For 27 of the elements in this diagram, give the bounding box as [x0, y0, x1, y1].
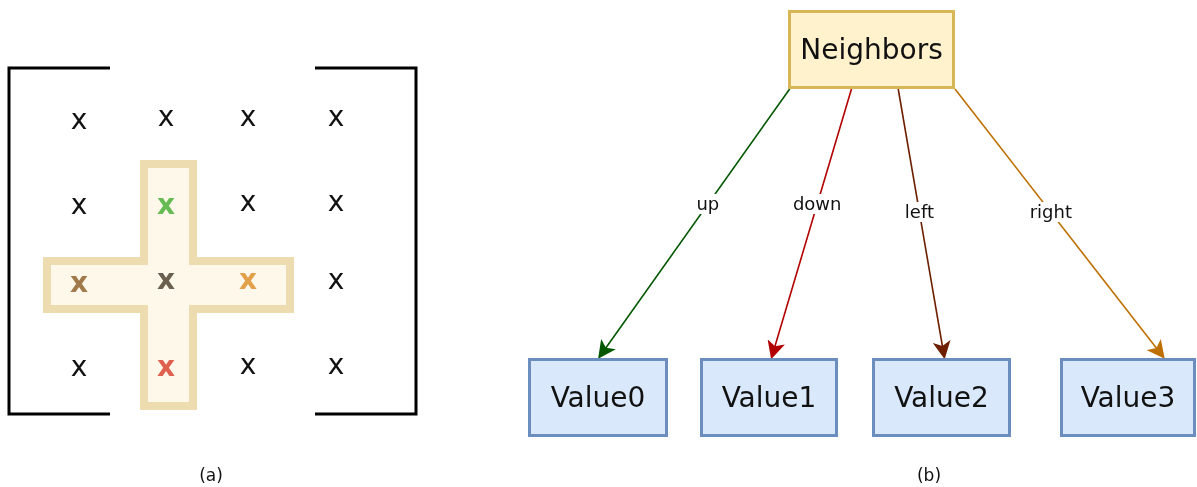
panel-caption: (b) — [916, 466, 942, 484]
matrix-entry: x — [157, 103, 175, 131]
neighbors-box: Neighbors — [788, 10, 955, 89]
matrix-entry: x — [327, 351, 345, 379]
matrix-entry: x — [238, 266, 258, 294]
matrix-entry: x — [239, 103, 257, 131]
arrow — [767, 88, 853, 360]
matrix-entry: x — [156, 266, 176, 294]
matrix-entry: x — [327, 188, 345, 216]
matrix-entry: x — [327, 266, 345, 294]
matrix-entry: x — [70, 353, 88, 381]
matrix-entry: x — [156, 191, 176, 219]
value-box: Value2 — [872, 358, 1011, 437]
panel-caption: (a) — [199, 466, 223, 484]
arrow — [598, 88, 791, 359]
matrix-entry: x — [156, 353, 176, 381]
arrow — [954, 88, 1165, 359]
value-box: Value1 — [700, 358, 838, 437]
arrow — [897, 88, 951, 360]
matrix-entry: x — [70, 106, 88, 134]
matrix-entry: x — [239, 351, 257, 379]
value-box: Value0 — [528, 358, 668, 437]
value-box: Value3 — [1060, 358, 1196, 437]
matrix-entry: x — [327, 103, 345, 131]
matrix-entry: x — [69, 269, 89, 297]
matrix-entry: x — [70, 191, 88, 219]
matrix-entry: x — [239, 188, 257, 216]
